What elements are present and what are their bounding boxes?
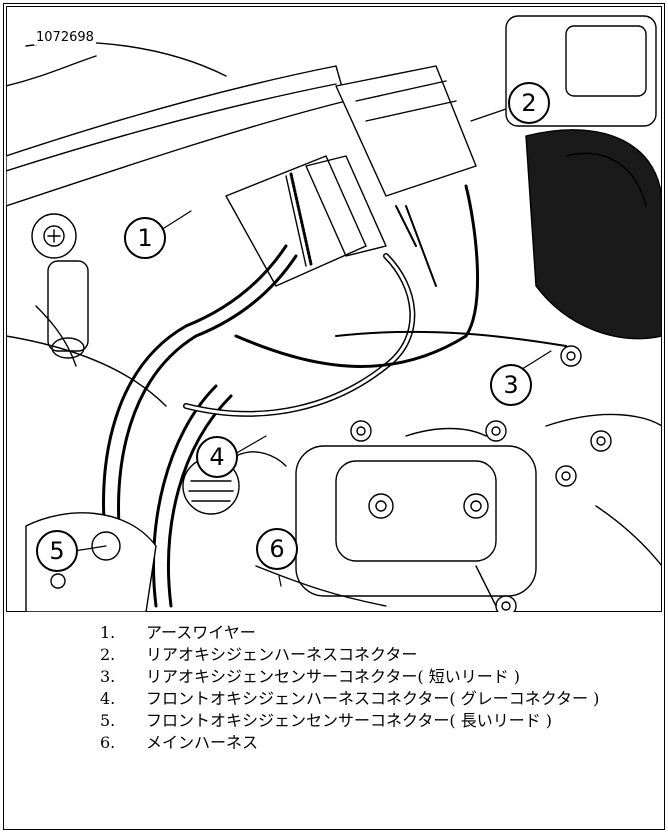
legend-text: フロントオキシジェンセンサーコネクター( 長いリード ): [146, 711, 553, 730]
legend-text: アースワイヤー: [146, 623, 256, 642]
legend-number: 5.: [100, 711, 116, 730]
legend-number: 2.: [100, 645, 116, 664]
legend-text: リアオキシジェンハーネスコネクター: [146, 645, 418, 664]
legend-item: 3. リアオキシジェンセンサーコネクター( 短いリード ): [100, 666, 660, 688]
callout-4: 4: [196, 436, 238, 478]
legend-text: メインハーネス: [146, 733, 259, 752]
legend-number: 4.: [100, 689, 116, 708]
callout-5: 5: [36, 530, 78, 572]
legend-item: 1. アースワイヤー: [100, 622, 660, 644]
callout-2: 2: [508, 82, 550, 124]
legend-number: 6.: [100, 733, 116, 752]
legend-list: 1. アースワイヤー 2. リアオキシジェンハーネスコネクター 3. リアオキシ…: [100, 622, 660, 754]
legend-text: リアオキシジェンセンサーコネクター( 短いリード ): [146, 667, 521, 686]
page-frame: [3, 3, 665, 830]
legend-item: 4. フロントオキシジェンハーネスコネクター( グレーコネクター ): [100, 688, 660, 710]
engine-illustration: 1072698 1 2 3 4 5 6: [6, 6, 662, 612]
figure-id: 1072698: [34, 30, 96, 45]
callout-1: 1: [124, 217, 166, 259]
legend-item: 2. リアオキシジェンハーネスコネクター: [100, 644, 660, 666]
legend-item: 6. メインハーネス: [100, 732, 660, 754]
callout-3: 3: [490, 364, 532, 406]
callout-6: 6: [256, 528, 298, 570]
legend-item: 5. フロントオキシジェンセンサーコネクター( 長いリード ): [100, 710, 660, 732]
legend-number: 3.: [100, 667, 116, 686]
legend-number: 1.: [100, 623, 116, 642]
legend-text: フロントオキシジェンハーネスコネクター( グレーコネクター ): [146, 689, 600, 708]
